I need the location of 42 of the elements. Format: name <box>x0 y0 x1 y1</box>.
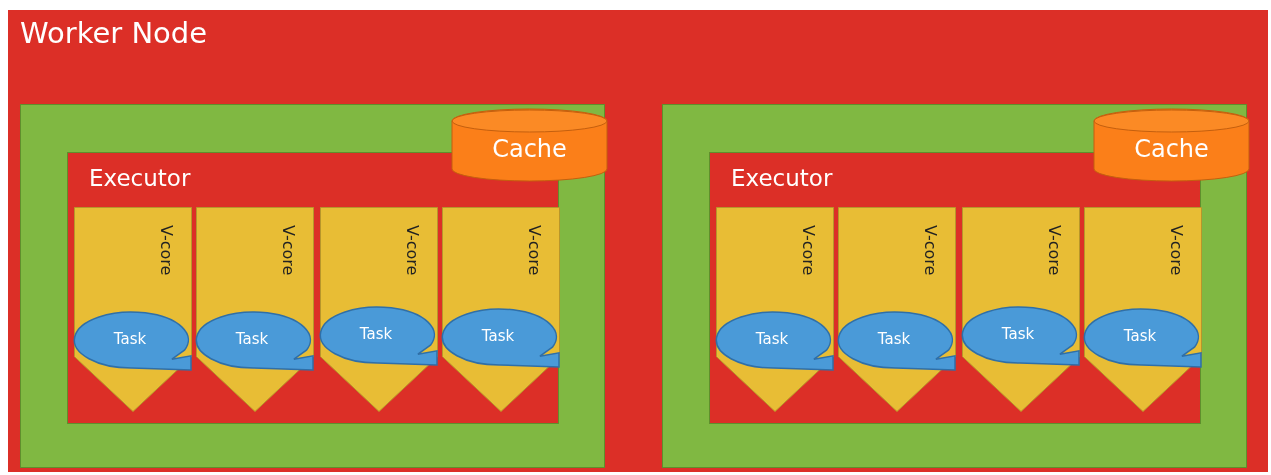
cache-label: Cache <box>1133 135 1210 163</box>
v-core-label: V-core <box>799 225 818 276</box>
v-core-chevron <box>962 207 1080 412</box>
executor-label: Executor <box>731 165 833 191</box>
v-core-chevron <box>716 207 834 412</box>
v-core-label: V-core <box>157 225 176 276</box>
task-label: Task <box>112 330 148 348</box>
task-label: Task <box>754 330 790 348</box>
node-title: Worker Node <box>20 16 208 50</box>
cache-label: Cache <box>491 135 568 163</box>
v-core-chevron <box>838 207 956 412</box>
task-label: Task <box>358 325 394 343</box>
task-label: Task <box>876 330 912 348</box>
v-core-chevron <box>320 207 438 412</box>
v-core-chevron <box>74 207 192 412</box>
v-core-chevron <box>196 207 314 412</box>
cache-cylinder <box>451 109 608 181</box>
task-bubble <box>716 310 834 372</box>
container-panel <box>662 104 1247 468</box>
v-core-label: V-core <box>1045 225 1064 276</box>
task-bubble <box>74 310 192 372</box>
executor-label: Executor <box>89 165 191 191</box>
task-bubble <box>320 305 438 367</box>
v-core-label: V-core <box>279 225 298 276</box>
v-core-label: V-core <box>1167 225 1186 276</box>
task-label: Task <box>234 330 270 348</box>
task-bubble <box>1084 307 1202 369</box>
v-core-label: V-core <box>525 225 544 276</box>
task-bubble <box>196 310 314 372</box>
task-label: Task <box>480 327 516 345</box>
cache-cylinder <box>1093 109 1250 181</box>
task-bubble <box>838 310 956 372</box>
task-bubble <box>962 305 1080 367</box>
task-bubble <box>442 307 560 369</box>
container-panel <box>20 104 605 468</box>
v-core-label: V-core <box>403 225 422 276</box>
task-label: Task <box>1000 325 1036 343</box>
worker-node-panel <box>8 10 1268 472</box>
v-core-chevron <box>442 207 560 412</box>
v-core-chevron <box>1084 207 1202 412</box>
v-core-label: V-core <box>921 225 940 276</box>
task-label: Task <box>1122 327 1158 345</box>
